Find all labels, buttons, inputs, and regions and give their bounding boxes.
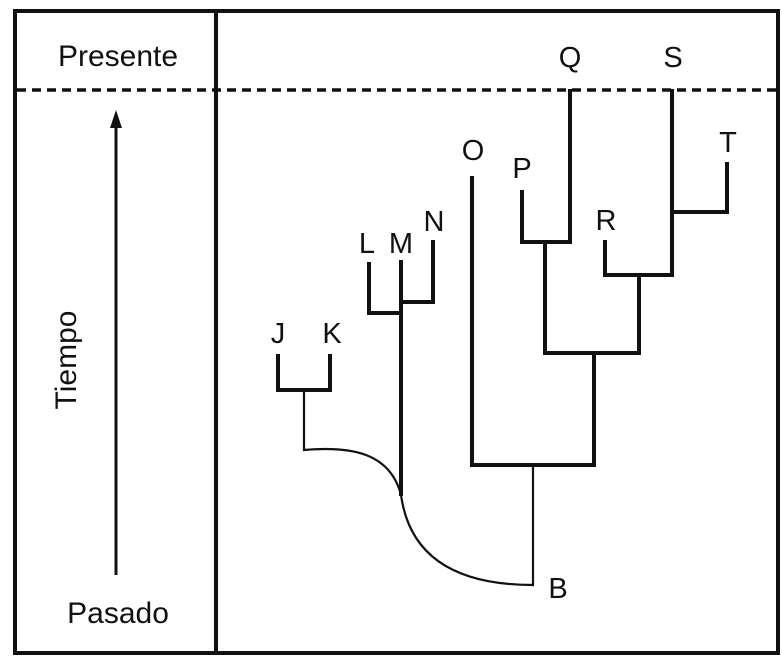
present-label: Presente xyxy=(58,40,178,73)
taxon-label-o: O xyxy=(462,135,485,167)
taxa-labels: J K L M N O P Q R S T B xyxy=(271,42,737,605)
branch-n xyxy=(399,240,435,304)
branch-jk-stem xyxy=(302,390,403,496)
taxon-label-s: S xyxy=(663,42,682,74)
outer-frame xyxy=(13,9,780,655)
time-axis-label: Tiempo xyxy=(50,311,83,410)
taxon-label-m: M xyxy=(389,228,413,260)
branch-pqrst xyxy=(543,240,641,355)
taxon-label-t: T xyxy=(719,127,737,159)
taxon-label-k: K xyxy=(322,318,342,350)
taxon-label-b: B xyxy=(548,573,567,605)
time-arrow-icon xyxy=(110,110,122,575)
branch-t xyxy=(670,162,729,214)
taxon-label-r: R xyxy=(596,205,617,237)
taxon-label-n: N xyxy=(424,206,445,238)
taxon-label-p: P xyxy=(512,153,531,185)
branch-jk xyxy=(276,354,332,392)
branch-o xyxy=(470,176,596,467)
ancestral-lineages xyxy=(302,390,535,587)
taxon-label-j: J xyxy=(271,318,286,350)
tree-branches xyxy=(276,89,729,496)
branch-rs xyxy=(603,89,674,277)
taxon-label-l: L xyxy=(359,228,375,260)
branch-root-curve xyxy=(399,466,535,587)
taxon-label-q: Q xyxy=(559,42,582,74)
branch-l xyxy=(367,262,403,315)
past-label: Pasado xyxy=(67,597,169,630)
